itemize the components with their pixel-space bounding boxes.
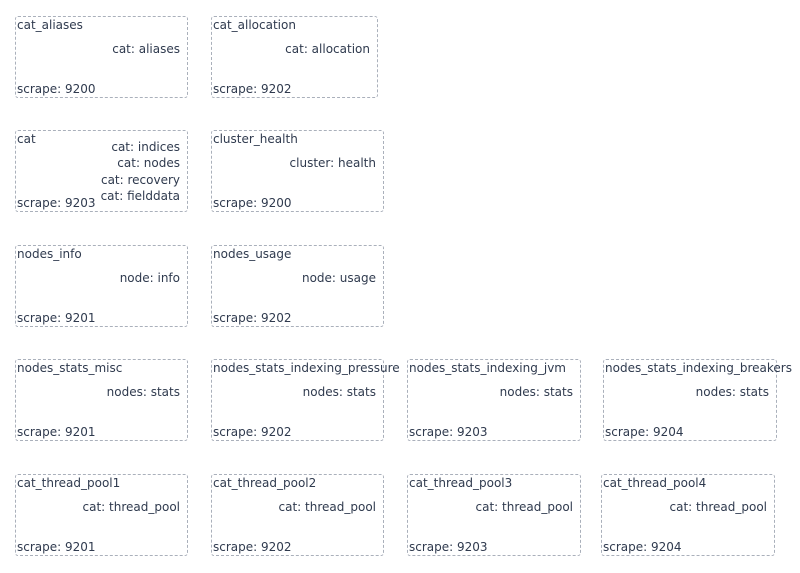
box-cat-thread-pool2: cat_thread_pool2 cat: thread_pool scrape… xyxy=(211,474,384,556)
box-op: cat: thread_pool xyxy=(278,499,376,514)
box-cat-aliases: cat_aliases cat: aliases scrape: 9200 xyxy=(15,16,188,98)
box-title: cat_thread_pool1 xyxy=(17,476,121,490)
box-op: nodes: stats xyxy=(302,384,376,399)
box-ops: nodes: stats xyxy=(303,360,376,424)
box-cat-thread-pool3: cat_thread_pool3 cat: thread_pool scrape… xyxy=(407,474,581,556)
box-op: nodes: stats xyxy=(695,384,769,399)
box-title: nodes_stats_misc xyxy=(17,361,123,375)
box-scrape: scrape: 9202 xyxy=(213,540,292,554)
box-ops: nodes: stats xyxy=(696,360,769,424)
box-title: cat_allocation xyxy=(213,18,296,32)
box-cat-thread-pool4: cat_thread_pool4 cat: thread_pool scrape… xyxy=(601,474,775,556)
box-scrape: scrape: 9204 xyxy=(603,540,682,554)
box-op: cat: nodes xyxy=(117,156,180,171)
box-scrape: scrape: 9201 xyxy=(17,540,96,554)
box-cat: cat cat: indices cat: nodes cat: recover… xyxy=(15,130,188,212)
box-title: cat_thread_pool4 xyxy=(603,476,707,490)
box-ops: cat: aliases xyxy=(112,17,180,81)
box-ops: nodes: stats xyxy=(500,360,573,424)
box-scrape: scrape: 9201 xyxy=(17,425,96,439)
box-scrape: scrape: 9202 xyxy=(213,425,292,439)
box-op: cat: fielddata xyxy=(100,189,180,204)
box-title: nodes_stats_indexing_breakers xyxy=(605,361,792,375)
box-cluster-health: cluster_health cluster: health scrape: 9… xyxy=(211,130,384,212)
box-ops: cat: thread_pool xyxy=(83,475,180,539)
box-op: cat: thread_pool xyxy=(82,499,180,514)
box-scrape: scrape: 9200 xyxy=(213,196,292,210)
box-ops: cat: thread_pool xyxy=(476,475,573,539)
box-title: cat_thread_pool2 xyxy=(213,476,317,490)
box-nodes-info: nodes_info node: info scrape: 9201 xyxy=(15,245,188,327)
box-ops: node: usage xyxy=(302,246,376,310)
box-op: nodes: stats xyxy=(499,384,573,399)
box-op: cat: aliases xyxy=(112,41,180,56)
box-op: node: info xyxy=(119,270,180,285)
box-op: cat: recovery xyxy=(100,172,180,187)
box-ops: cat: allocation xyxy=(285,17,370,81)
box-op: cat: indices xyxy=(111,140,180,154)
box-title: nodes_info xyxy=(17,247,82,261)
box-scrape: scrape: 9203 xyxy=(17,196,96,210)
box-ops: node: info xyxy=(120,246,180,310)
box-nodes-stats-misc: nodes_stats_misc nodes: stats scrape: 92… xyxy=(15,359,188,441)
box-title: cat xyxy=(17,132,36,146)
box-ops: nodes: stats xyxy=(107,360,180,424)
box-nodes-stats-indexing-jvm: nodes_stats_indexing_jvm nodes: stats sc… xyxy=(407,359,581,441)
box-title: nodes_usage xyxy=(213,247,292,261)
box-op: node: usage xyxy=(301,270,376,285)
box-op: cluster: health xyxy=(289,155,376,170)
box-ops: cat: indices cat: nodes cat: recovery ca… xyxy=(100,139,180,203)
box-nodes-usage: nodes_usage node: usage scrape: 9202 xyxy=(211,245,384,327)
box-cat-allocation: cat_allocation cat: allocation scrape: 9… xyxy=(211,16,378,98)
box-title: cluster_health xyxy=(213,132,298,146)
box-ops: cat: thread_pool xyxy=(279,475,376,539)
box-title: cat_thread_pool3 xyxy=(409,476,513,490)
box-cat-thread-pool1: cat_thread_pool1 cat: thread_pool scrape… xyxy=(15,474,188,556)
box-op: cat: allocation xyxy=(285,41,370,56)
box-scrape: scrape: 9202 xyxy=(213,311,292,325)
box-ops: cluster: health xyxy=(290,131,376,195)
box-op: cat: thread_pool xyxy=(475,499,573,514)
box-title: nodes_stats_indexing_jvm xyxy=(409,361,566,375)
box-title: nodes_stats_indexing_pressure xyxy=(213,361,400,375)
box-scrape: scrape: 9204 xyxy=(605,425,684,439)
box-op: nodes: stats xyxy=(106,384,180,399)
box-nodes-stats-indexing-pressure: nodes_stats_indexing_pressure nodes: sta… xyxy=(211,359,400,441)
box-scrape: scrape: 9203 xyxy=(409,425,488,439)
box-scrape: scrape: 9200 xyxy=(17,82,96,96)
box-ops: cat: thread_pool xyxy=(670,475,767,539)
box-nodes-stats-indexing-breakers: nodes_stats_indexing_breakers nodes: sta… xyxy=(603,359,792,441)
box-title: cat_aliases xyxy=(17,18,83,32)
box-scrape: scrape: 9201 xyxy=(17,311,96,325)
box-scrape: scrape: 9203 xyxy=(409,540,488,554)
box-scrape: scrape: 9202 xyxy=(213,82,292,96)
box-op: cat: thread_pool xyxy=(669,499,767,514)
